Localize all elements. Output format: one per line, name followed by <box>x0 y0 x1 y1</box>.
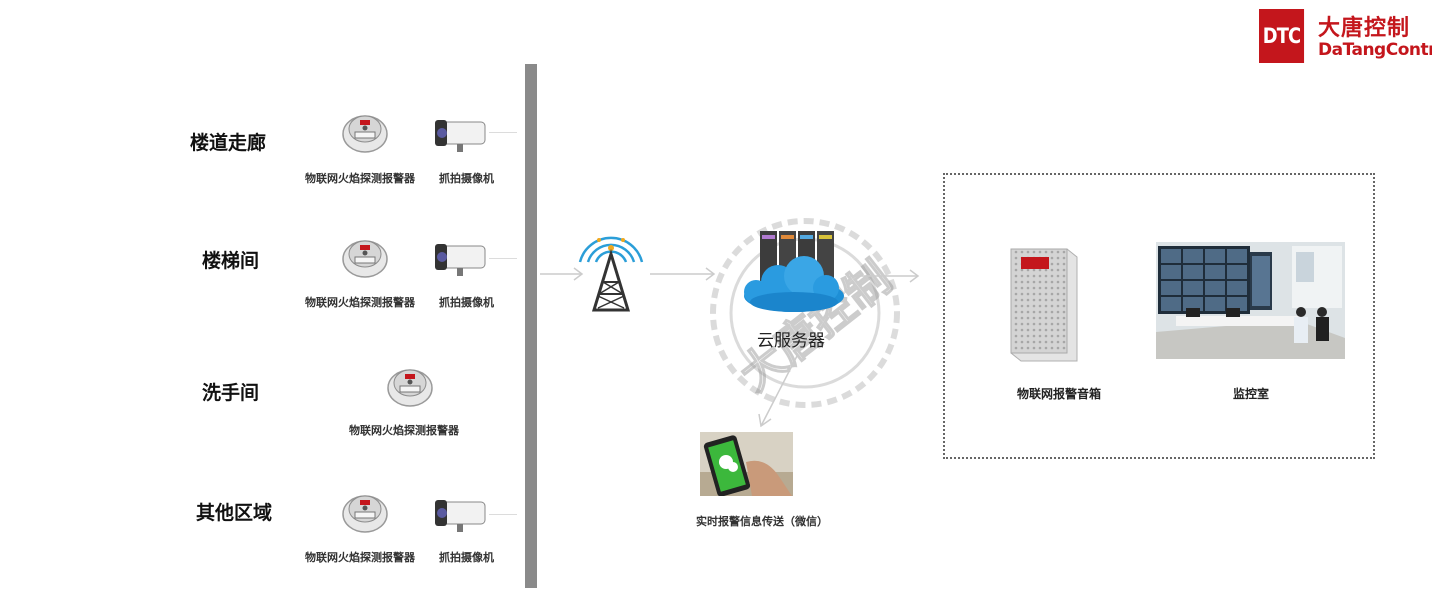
detector-caption: 物联网火焰探测报警器 <box>305 551 415 564</box>
camera-caption: 抓拍摄像机 <box>439 551 494 564</box>
signal-tower-icon <box>578 236 644 312</box>
speaker-caption: 物联网报警音箱 <box>1017 387 1102 401</box>
camera-caption: 抓拍摄像机 <box>439 172 494 185</box>
arrow-to-cloud <box>650 267 716 281</box>
camera-icon <box>435 244 486 276</box>
flame-detector-icon <box>342 115 388 153</box>
detector-caption: 物联网火焰探测报警器 <box>305 172 415 185</box>
logo-name-cn: 大唐控制 <box>1318 16 1411 41</box>
camera-caption: 抓拍摄像机 <box>439 296 494 309</box>
cloud-server-icon <box>744 231 844 312</box>
phone-caption: 实时报警信息传送（微信） <box>696 515 828 528</box>
cloud-server-label: 云服务器 <box>757 331 825 351</box>
zone-label-stairwell: 楼梯间 <box>202 250 260 272</box>
zone-label-corridor: 楼道走廊 <box>190 132 267 154</box>
connector-line <box>489 258 517 259</box>
detector-caption: 物联网火焰探测报警器 <box>305 296 415 309</box>
flame-detector-icon <box>342 495 388 533</box>
arrow-to-phone <box>758 355 798 428</box>
flame-detector-icon <box>387 369 433 407</box>
detector-caption: 物联网火焰探测报警器 <box>349 424 459 437</box>
zone-label-other: 其他区域 <box>196 502 273 524</box>
arrow-to-tower <box>540 267 584 281</box>
alarm-speaker-icon <box>1010 248 1078 362</box>
phone-photo <box>700 432 793 496</box>
arrow-to-monitoring <box>850 269 920 283</box>
connector-line <box>489 132 517 133</box>
camera-icon <box>435 120 486 152</box>
network-divider <box>525 64 537 588</box>
logo-name-en: DaTangControl <box>1318 40 1432 60</box>
zone-label-washroom: 洗手间 <box>202 382 260 404</box>
camera-icon <box>435 500 486 532</box>
flame-detector-icon <box>342 240 388 278</box>
control-room-caption: 监控室 <box>1233 387 1270 401</box>
connector-line <box>489 514 517 515</box>
logo-mark: DTC <box>1259 9 1305 63</box>
monitoring-area <box>943 173 1375 459</box>
control-room-photo <box>1156 242 1345 359</box>
